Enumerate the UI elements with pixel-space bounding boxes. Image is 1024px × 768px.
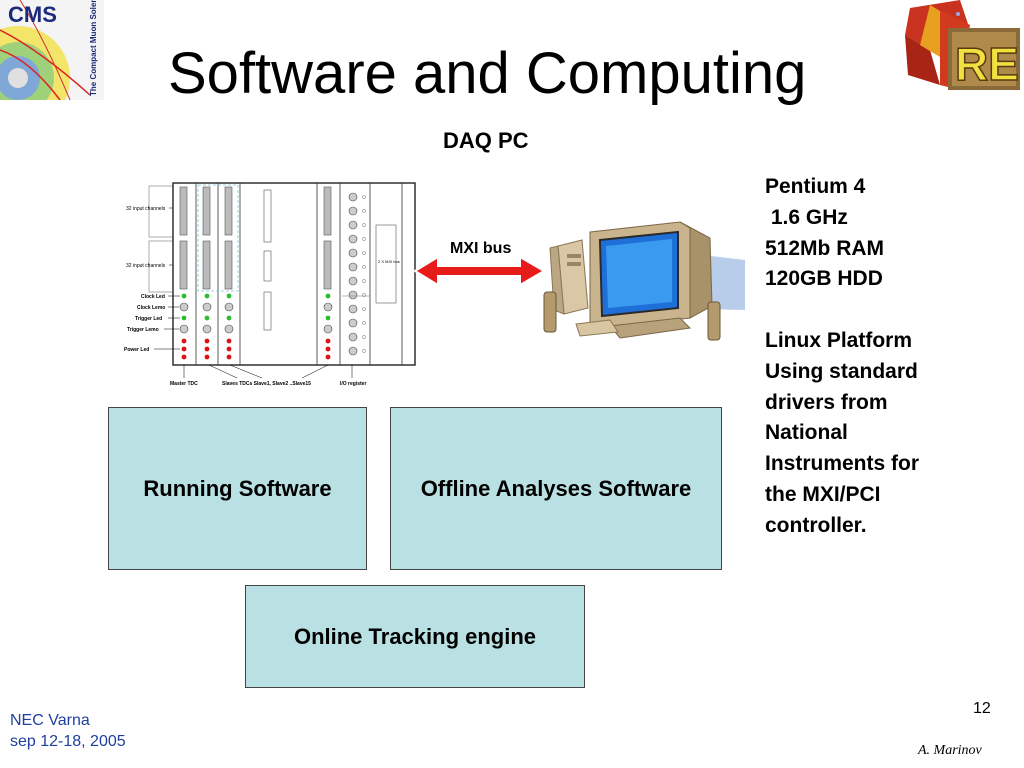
re-logo: RE: [905, 0, 1020, 91]
cms-logo-text: CMS: [8, 2, 57, 27]
input-channels-label-1: 32 input channels: [126, 206, 166, 212]
clock-led-label: Clock Led: [141, 294, 165, 300]
slaves-tdc-label: Slaves TDCs Slave1, Slave2 ..Slave15: [222, 381, 311, 387]
online-tracking-label: Online Tracking engine: [293, 623, 537, 649]
cms-logo-subtext: The Compact Muon Solenoid: [89, 0, 98, 96]
daq-crate-diagram: 32 input channels 32 input channels 2 X …: [124, 182, 416, 387]
daq-pc-label: DAQ PC: [443, 128, 529, 153]
re-logo-text: RE: [955, 38, 1019, 90]
running-software-label: Running Software: [143, 475, 332, 501]
computer-icon: [543, 221, 745, 341]
online-tracking-box: Online Tracking engine: [245, 585, 585, 688]
cms-logo: CMS The Compact Muon Solenoid: [0, 0, 104, 100]
hardware-specs: Pentium 4 1.6 GHz 512Mb RAM 120GB HDD: [765, 175, 885, 291]
offline-analyses-label: Offline Analyses Software: [420, 475, 692, 501]
double-arrow-icon: [413, 255, 546, 287]
author-name: A. Marinov: [918, 743, 982, 758]
trigger-led-label: Trigger Led: [135, 316, 162, 322]
mxi-bus-label: MXI bus: [450, 240, 511, 257]
footer-event-dates: sep 12-18, 2005: [10, 733, 126, 750]
io-register-label: I/O register: [340, 381, 366, 387]
running-software-box: Running Software: [108, 407, 367, 570]
page-title: Software and Computing: [168, 41, 807, 106]
offline-analyses-box: Offline Analyses Software: [390, 407, 722, 570]
mxi-bus-connector: MXI bus: [413, 240, 546, 287]
clock-lemo-label: Clock Lemo: [137, 305, 165, 311]
trigger-lemo-label: Trigger Lemo: [127, 327, 159, 333]
footer-event: NEC Varna sep 12-18, 2005: [10, 710, 126, 752]
page-number: 12: [973, 700, 991, 717]
master-tdc-label: Master TDC: [170, 381, 198, 387]
footer-event-name: NEC Varna: [10, 712, 90, 729]
input-channels-label-2: 32 input channels: [126, 263, 166, 269]
mxi-box-label: 2 X MXI bus: [378, 259, 400, 264]
software-platform-text: Linux Platform Using standard drivers fr…: [765, 329, 920, 537]
power-led-label: Power Led: [124, 347, 149, 353]
